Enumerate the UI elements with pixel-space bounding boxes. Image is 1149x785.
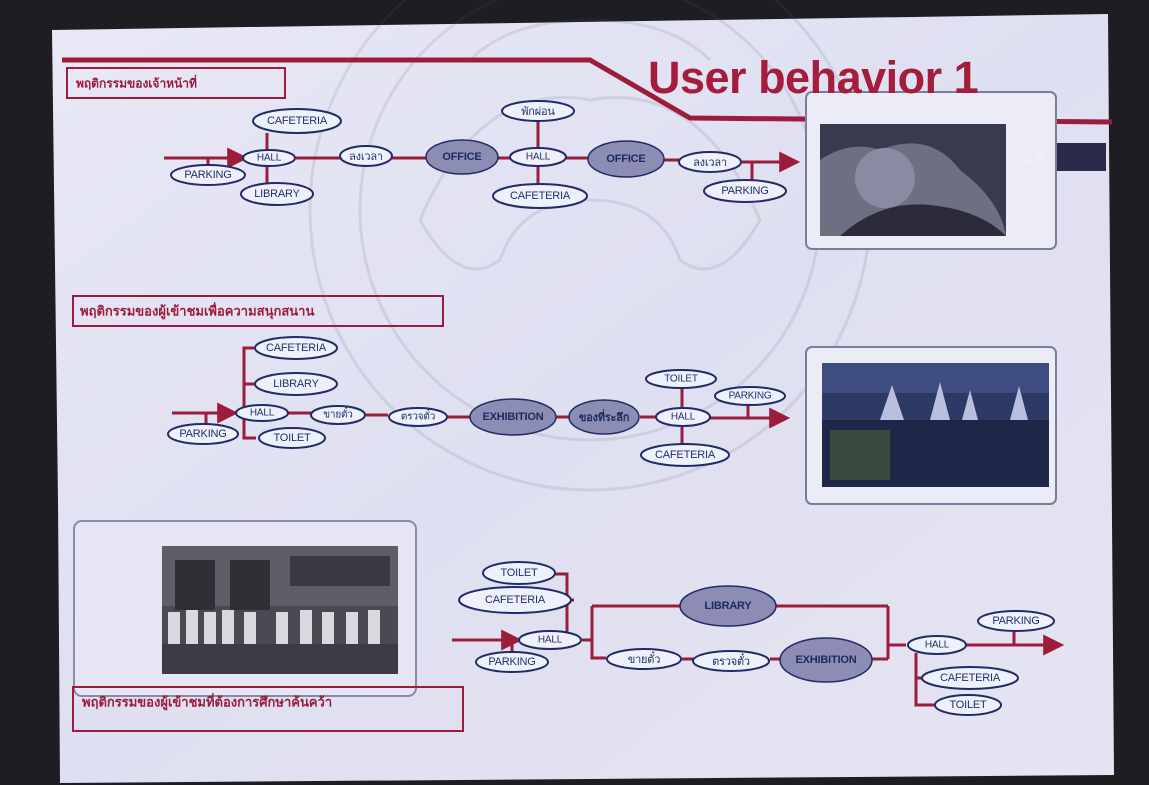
r1-node-10-shape (678, 151, 742, 173)
r3-node-10-shape (921, 666, 1019, 690)
section-label-staff: พฤติกรรมของเจ้าหน้าที่ (76, 76, 197, 91)
r2-node-3-shape (167, 423, 239, 445)
r1-node-7-shape (509, 147, 567, 167)
section3-box (72, 686, 464, 732)
photo-historic-group (162, 546, 398, 674)
r1-node-9-shape (587, 140, 665, 178)
r3-node-8-shape (907, 635, 967, 655)
section-label-leisure: พฤติกรรมของผู้เข้าชมเพื่อความสนุกสนาน (80, 304, 315, 320)
r2-node-8-shape (568, 399, 640, 435)
r1-node-2-shape (170, 164, 246, 186)
r3-node-4-shape (679, 585, 777, 627)
photo-pagoda (822, 363, 1049, 487)
r1-node-11-shape (703, 179, 787, 203)
r3-node-3-shape (475, 651, 549, 673)
section2-box (72, 295, 444, 327)
slide-title: User behavior 1 (648, 52, 979, 103)
r2-node-5-shape (310, 405, 366, 425)
r2-node-11-shape (640, 443, 730, 467)
r2-node-0-shape (254, 336, 338, 360)
r2-node-10-shape (655, 407, 711, 427)
r1-node-6-shape (501, 100, 575, 122)
r2-node-4-shape (258, 427, 326, 449)
r2-node-9-shape (645, 369, 717, 389)
r3-node-7-shape (779, 637, 873, 683)
r1-node-4-shape (339, 145, 393, 167)
row2-links (172, 346, 791, 446)
r1-node-1-shape (242, 149, 296, 167)
r2-node-7-shape (469, 398, 557, 436)
page-number: 24 (1022, 148, 1047, 167)
r3-node-6-shape (692, 650, 770, 672)
r2-node-12-shape (714, 386, 786, 406)
r1-node-5-shape (425, 139, 499, 175)
r1-node-0-shape (252, 108, 342, 134)
r3-node-2-shape (518, 630, 582, 650)
section-label-research: พฤติกรรมของผู้เข้าชมที่ต้องการศึกษาค้นคว… (82, 695, 333, 711)
r1-node-8-shape (492, 183, 588, 209)
r1-node-3-shape (240, 182, 314, 206)
photo-portrait (820, 124, 1006, 236)
r2-node-6-shape (388, 407, 448, 427)
r2-node-2-shape (235, 404, 289, 422)
section1-box (66, 67, 286, 99)
r3-node-1-shape (458, 586, 572, 614)
r3-node-9-shape (977, 610, 1055, 632)
r2-node-1-shape (254, 372, 338, 396)
r3-node-0-shape (482, 561, 556, 585)
r3-node-11-shape (934, 694, 1002, 716)
r3-node-5-shape (606, 648, 682, 670)
